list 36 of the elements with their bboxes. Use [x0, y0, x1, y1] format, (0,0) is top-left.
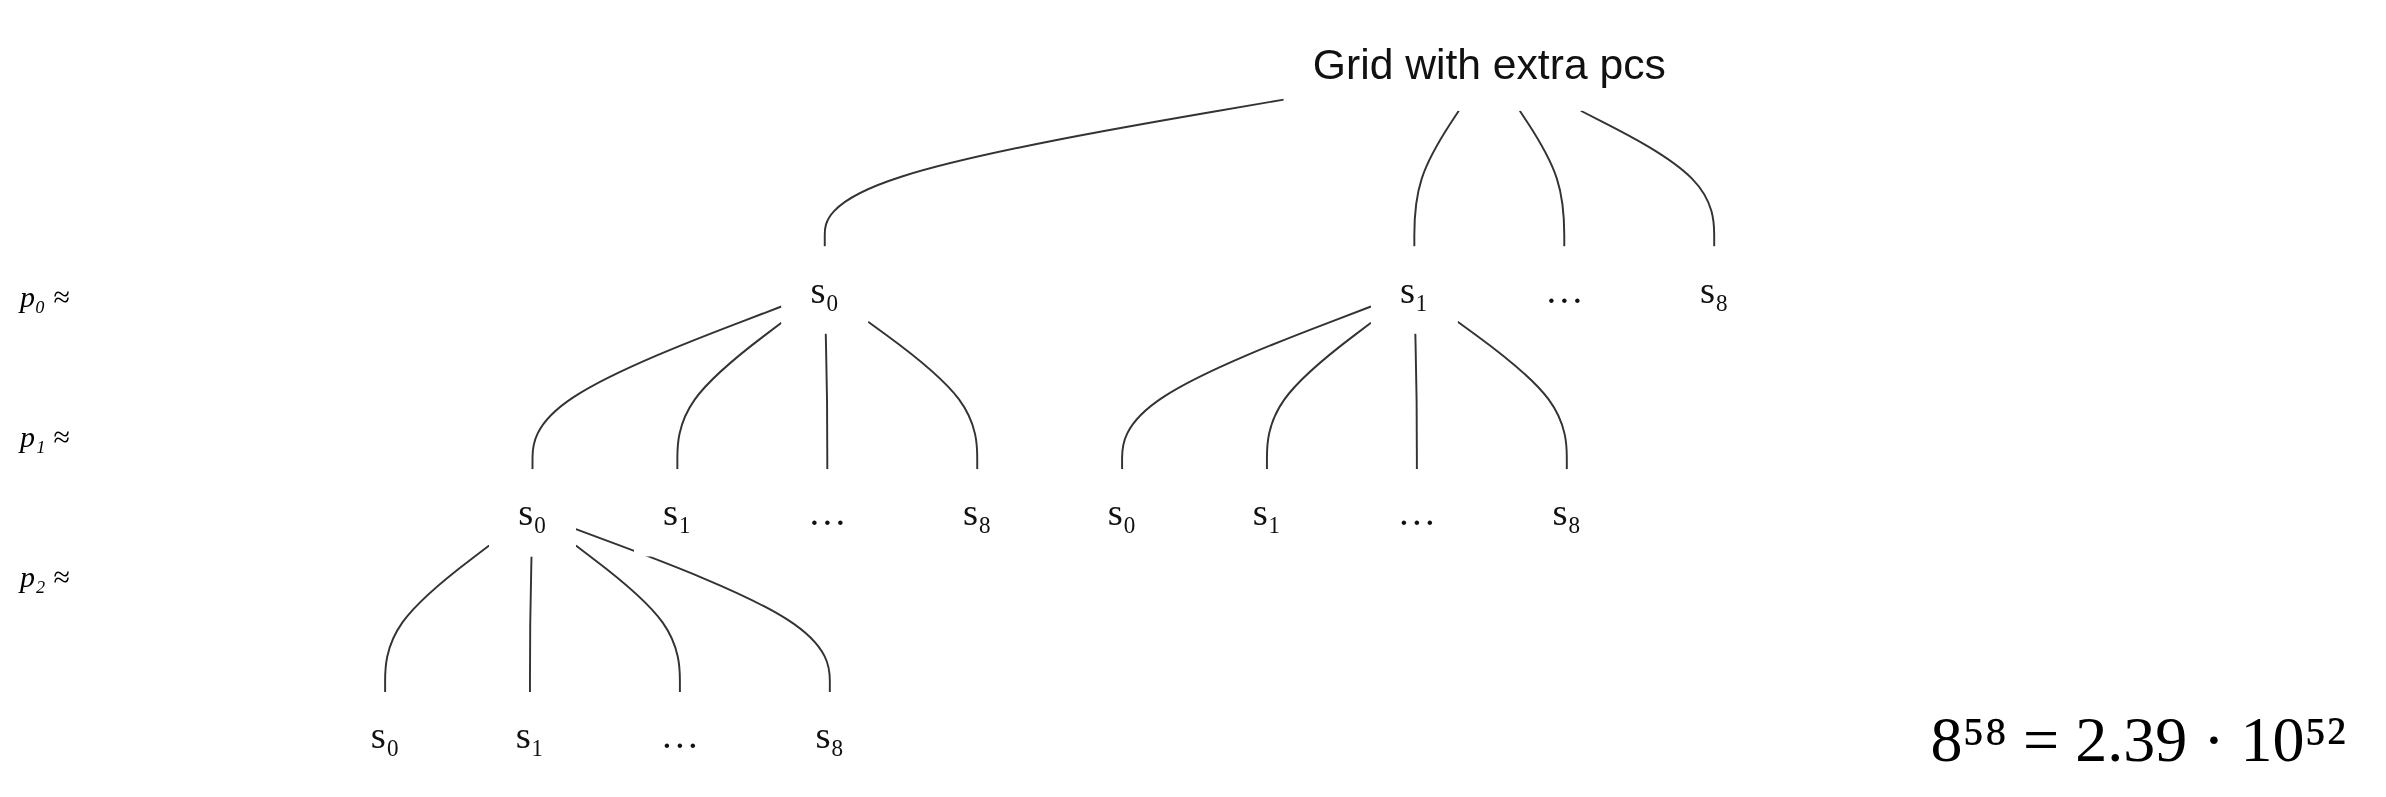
node-text: s₈ — [815, 713, 845, 757]
connector — [384, 544, 491, 693]
connector — [575, 528, 832, 693]
connector — [1414, 332, 1419, 471]
probability-label: p₂ ≈ — [20, 560, 70, 594]
connector — [1519, 109, 1566, 248]
connector — [1580, 109, 1716, 248]
probability-label: p₀ ≈ — [20, 280, 70, 314]
node-text: … — [1397, 490, 1437, 535]
node-text: s₈ — [963, 490, 992, 535]
connector — [1413, 109, 1461, 248]
node-text: s₁ — [516, 713, 545, 757]
node-text: s₀ — [810, 267, 840, 312]
node-text: … — [1545, 267, 1584, 312]
connector — [676, 321, 783, 471]
node-text: s₈ — [1700, 267, 1729, 312]
formula-text: 8⁵⁸ = 2.39 · 10⁵² — [1930, 703, 2346, 777]
connector — [529, 555, 533, 693]
connector — [575, 544, 682, 693]
node-text: … — [808, 490, 848, 535]
node-text: s₁ — [1252, 490, 1282, 535]
connector — [531, 305, 783, 471]
node-text: s₀ — [1108, 490, 1137, 535]
node-text: … — [660, 713, 700, 757]
connector — [867, 320, 979, 471]
connector — [825, 332, 829, 471]
node-text: s₀ — [518, 490, 548, 535]
connector — [1121, 305, 1373, 471]
probability-label: p₁ ≈ — [20, 420, 70, 454]
connector — [824, 98, 1286, 248]
connector — [1457, 320, 1569, 471]
node-text: s₈ — [1552, 490, 1582, 535]
connector — [1266, 321, 1373, 471]
node-text: Grid with extra pcs — [1313, 40, 1667, 88]
node-text: s₁ — [1400, 267, 1429, 312]
node-text: s₀ — [371, 713, 400, 757]
